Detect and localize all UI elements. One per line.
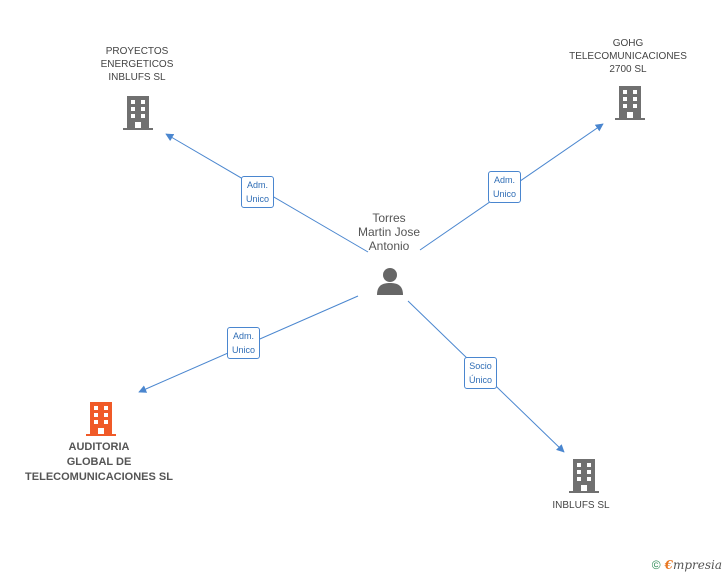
person-name-line: Martin Jose	[357, 225, 421, 239]
person-name-line: Torres	[372, 211, 406, 225]
building-icon[interactable]	[569, 459, 599, 493]
edge-role-line: Adm.	[494, 175, 516, 185]
building-icon[interactable]	[86, 402, 116, 436]
edge-role-line: Unico	[232, 345, 256, 355]
company-label-inblufs[interactable]: INBLUFS SL	[536, 499, 626, 512]
edge-label-auditoria[interactable]: Adm. Unico	[227, 327, 261, 359]
edge-role-line: Único	[469, 375, 493, 385]
company-name-line: PROYECTOS	[105, 46, 169, 57]
company-name-line: GLOBAL DE	[66, 456, 132, 468]
company-name-line: INBLUFS SL	[108, 72, 166, 83]
edge-role-line: Adm.	[233, 331, 255, 341]
edge-label-proyectos[interactable]: Adm. Unico	[241, 176, 275, 208]
person-name[interactable]: Torres Martin Jose Antonio	[339, 211, 439, 253]
company-name-line: GOHG	[612, 38, 644, 49]
company-name-line: ENERGETICOS	[100, 59, 174, 70]
edge-label-gohg[interactable]: Adm. Unico	[488, 171, 522, 203]
edge-role-line: Unico	[246, 194, 270, 204]
company-name-line: TELECOMUNICACIONES SL	[25, 471, 173, 483]
company-name-line: AUDITORIA	[68, 441, 130, 453]
company-label-auditoria[interactable]: AUDITORIA GLOBAL DE TELECOMUNICACIONES S…	[19, 440, 179, 485]
edge-role-line: Adm.	[247, 180, 269, 190]
company-name-line: TELECOMUNICACIONES	[569, 51, 687, 62]
building-icon[interactable]	[123, 96, 153, 130]
brand-logo[interactable]: €mpresia	[664, 558, 722, 572]
company-name-line: INBLUFS SL	[552, 500, 610, 511]
person-name-line: Antonio	[368, 239, 410, 253]
edge-label-inblufs[interactable]: Socio Único	[464, 357, 498, 389]
company-name-line: 2700 SL	[609, 64, 647, 75]
person-icon[interactable]	[375, 266, 405, 296]
building-icon[interactable]	[615, 86, 645, 120]
edge-role-line: Unico	[493, 189, 517, 199]
company-label-proyectos[interactable]: PROYECTOS ENERGETICOS INBLUFS SL	[77, 45, 197, 84]
copyright-icon: ©	[651, 558, 661, 572]
footer-branding: ©€mpresia	[652, 558, 722, 572]
company-label-gohg[interactable]: GOHG TELECOMUNICACIONES 2700 SL	[563, 37, 693, 76]
edge-role-line: Socio	[469, 361, 492, 371]
